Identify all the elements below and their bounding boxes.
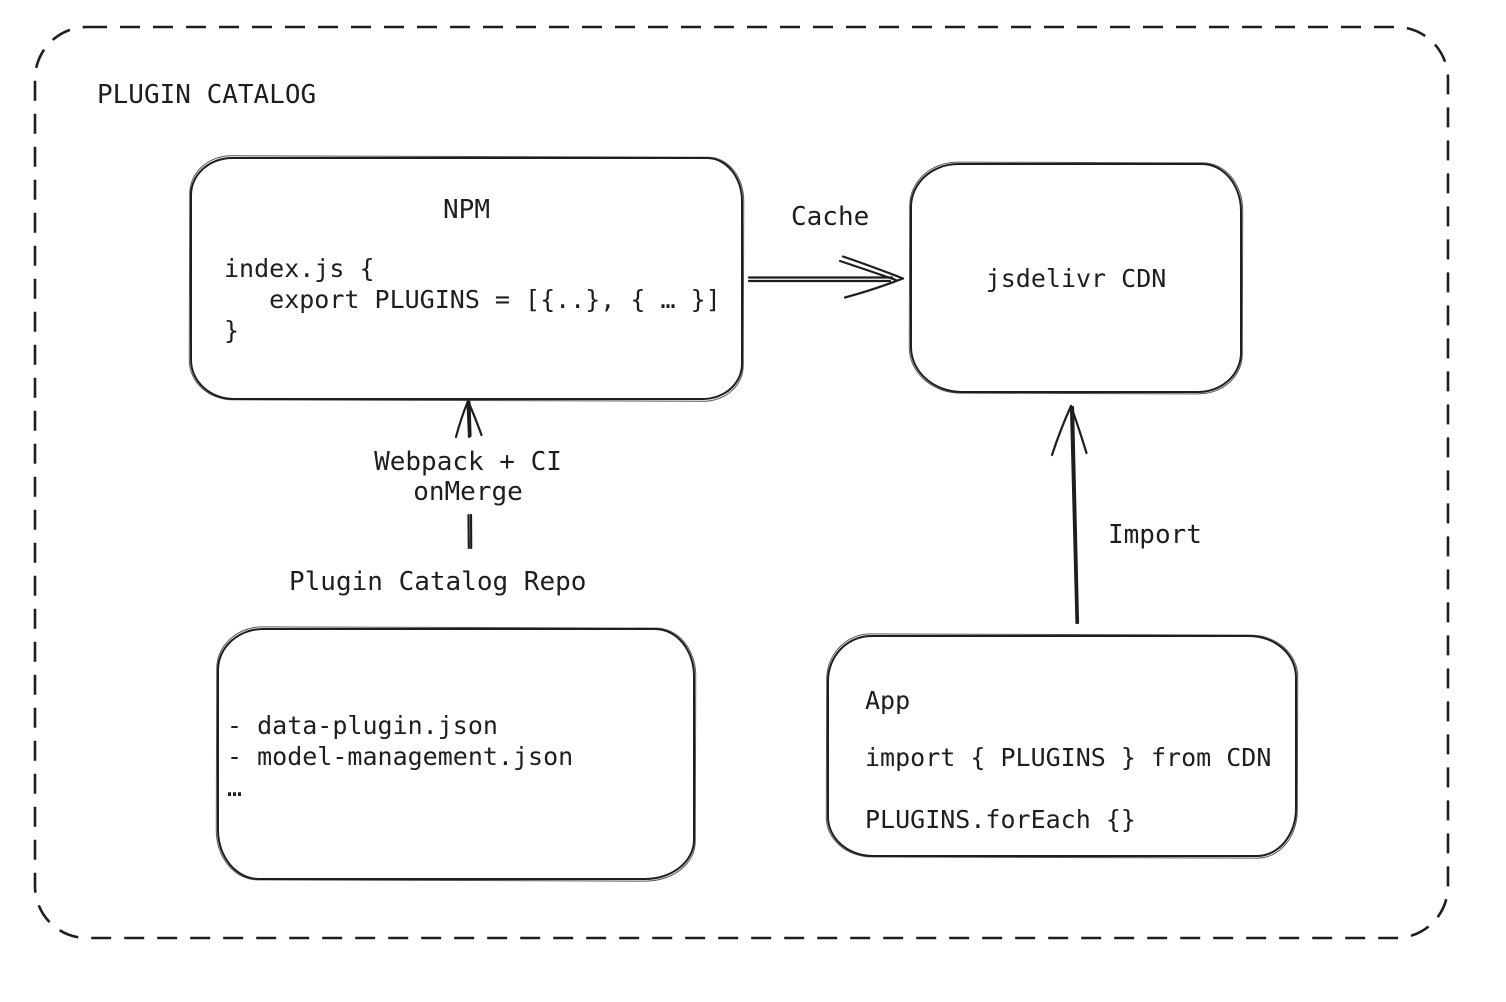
cache-edge-label: Cache <box>791 202 870 232</box>
npm-code-block: index.js { export PLUGINS = [{..}, { … }… <box>192 253 741 346</box>
npm-node: NPM index.js { export PLUGINS = [{..}, {… <box>190 157 743 400</box>
repo-file-item: - model-management.json <box>227 742 574 771</box>
npm-code-line: index.js { <box>224 254 375 283</box>
app-node: App import { PLUGINS } from CDN PLUGINS.… <box>827 635 1297 857</box>
npm-node-title: NPM <box>443 195 490 225</box>
import-arrow <box>1050 404 1088 625</box>
jsdelivr-cdn-node: jsdelivr CDN <box>910 163 1242 393</box>
npm-code-line: } <box>224 316 240 345</box>
cdn-node-label: jsdelivr CDN <box>985 263 1167 293</box>
build-arrow <box>454 399 483 550</box>
build-edge-label-line2: onMerge <box>413 477 523 507</box>
cache-arrow <box>747 255 905 299</box>
app-code-line: PLUGINS.forEach {} <box>865 805 1136 834</box>
npm-code-line: export PLUGINS = [{..}, { … }] <box>224 285 721 314</box>
build-edge-label-line1: Webpack + CI <box>374 447 562 477</box>
import-edge-label: Import <box>1108 520 1202 550</box>
app-code-line: import { PLUGINS } from CDN <box>865 743 1272 772</box>
diagram-title: PLUGIN CATALOG <box>97 80 317 110</box>
repo-file-item: … <box>227 773 243 802</box>
app-node-title: App <box>865 686 911 715</box>
repo-file-item: - data-plugin.json <box>227 711 498 740</box>
repo-node-label: Plugin Catalog Repo <box>289 567 587 597</box>
plugin-catalog-repo-node: - data-plugin.json - model-management.js… <box>217 628 695 880</box>
